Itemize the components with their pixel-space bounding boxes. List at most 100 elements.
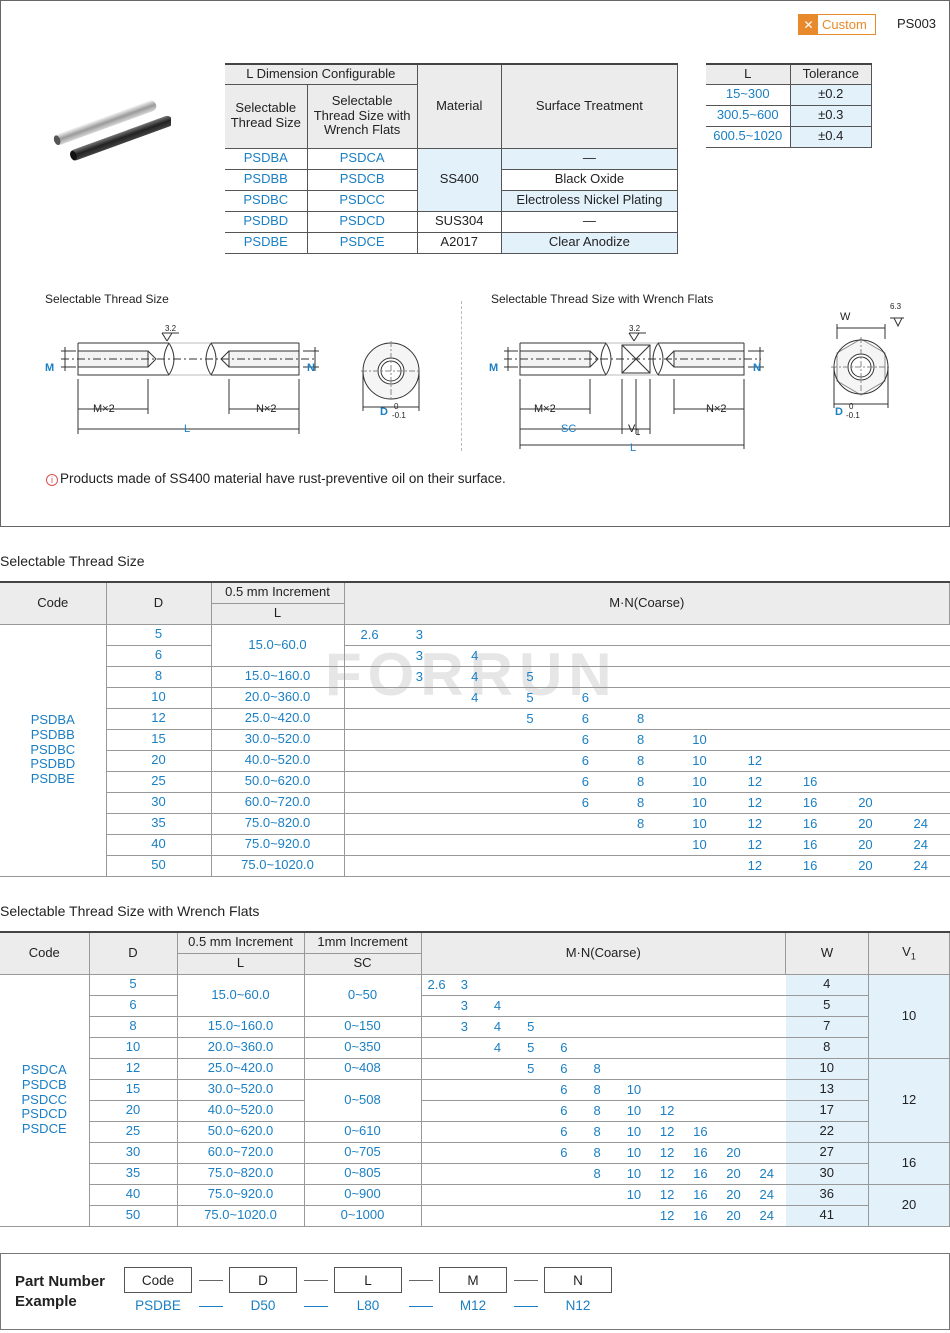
- mn-value: 12: [747, 794, 763, 810]
- mn-value: 20: [726, 1165, 741, 1181]
- code-value[interactable]: PSDBA: [30, 711, 75, 727]
- d-cell: 40: [89, 1184, 178, 1206]
- mn-value: 12: [659, 1165, 675, 1181]
- mn-value: 8: [593, 1060, 601, 1076]
- mn-value: 5: [526, 710, 534, 726]
- l-cell: 20.0~360.0: [177, 1037, 305, 1059]
- code-cell[interactable]: PSDCE: [307, 232, 418, 254]
- sc-cell: 0~610: [304, 1121, 422, 1143]
- header-l: L: [211, 603, 345, 625]
- code-value[interactable]: PSDBE: [30, 771, 75, 787]
- mn-value: 20: [726, 1186, 741, 1202]
- mn-value: 10: [626, 1186, 642, 1202]
- mn-value: 10: [692, 752, 707, 768]
- l-cell: 15.0~60.0: [177, 974, 305, 1017]
- mn-value: 4: [493, 1039, 502, 1055]
- mn-value: 4: [471, 689, 479, 705]
- dim-sc: SC: [561, 423, 577, 435]
- mn-value: 6: [560, 1123, 568, 1139]
- tol-bot-left: -0.1: [392, 411, 406, 420]
- code-cell[interactable]: PSDBD: [225, 211, 308, 233]
- mn-value: 24: [759, 1186, 774, 1202]
- header-code: Code: [0, 581, 107, 625]
- mn-value: 4: [493, 1018, 502, 1034]
- tol-value: ±0.4: [790, 126, 872, 148]
- code-value[interactable]: PSDBB: [30, 726, 75, 742]
- code-cell[interactable]: PSDBA: [225, 148, 308, 170]
- header-l: L: [706, 63, 791, 85]
- d-cell: 20: [106, 750, 212, 772]
- end-view-right: [831, 317, 904, 408]
- dim-n-right: N: [753, 362, 761, 374]
- dim-d-right: D: [835, 406, 843, 418]
- code-cell[interactable]: PSDBB: [225, 169, 308, 191]
- tol-l: 600.5~1020: [706, 126, 791, 148]
- info-icon: i: [46, 474, 58, 486]
- code-value[interactable]: PSDCC: [21, 1091, 67, 1107]
- mn-value: 24: [759, 1207, 774, 1223]
- v1-cell: 10: [868, 974, 950, 1059]
- tol-bot-right: -0.1: [846, 411, 860, 420]
- pn-dash: [514, 1306, 538, 1307]
- mn-value: 16: [693, 1144, 708, 1160]
- code-cell[interactable]: PSDBC: [225, 190, 308, 212]
- d-cell: 15: [89, 1079, 178, 1101]
- code-value[interactable]: PSDCE: [21, 1121, 67, 1137]
- code-value[interactable]: PSDBC: [30, 741, 76, 757]
- dim-n2-right: N×2: [706, 403, 727, 415]
- l-cell: 15.0~160.0: [177, 1016, 305, 1038]
- mn-value: 20: [726, 1207, 741, 1223]
- mn-value: 8: [593, 1144, 601, 1160]
- header-selectable-wrench: Selectable Thread Size with Wrench Flats: [307, 84, 418, 149]
- mn-value: 10: [692, 773, 707, 789]
- code-value[interactable]: PSDBD: [30, 756, 76, 772]
- code-cell[interactable]: PSDCA: [307, 148, 418, 170]
- mn-value: 6: [581, 710, 589, 726]
- code-cell[interactable]: PSDBE: [225, 232, 308, 254]
- mn-value: 12: [659, 1102, 675, 1118]
- sc-cell: 0~900: [304, 1184, 422, 1206]
- mn-value: 8: [637, 815, 645, 831]
- mn-value: 12: [747, 773, 763, 789]
- l-cell: 60.0~720.0: [177, 1142, 305, 1164]
- w-cell: 22: [785, 1121, 869, 1143]
- l-cell: 15.0~160.0: [211, 666, 345, 688]
- w-cell: 17: [785, 1100, 869, 1122]
- code-cell[interactable]: PSDCC: [307, 190, 418, 212]
- code-cell[interactable]: PSDCB: [307, 169, 418, 191]
- l-cell: 75.0~1020.0: [211, 855, 345, 877]
- tolerance-table: L Tolerance 15~300±0.2 300.5~600±0.3 600…: [706, 63, 872, 148]
- d-cell: 50: [106, 855, 212, 877]
- l-cell: 25.0~420.0: [211, 708, 345, 730]
- mn-value: 6: [581, 689, 589, 705]
- mn-value: 10: [692, 836, 707, 852]
- pn-example-d: D50: [250, 1298, 276, 1313]
- d-cell: 50: [89, 1205, 178, 1227]
- pn-dash: [304, 1280, 328, 1281]
- code-value[interactable]: PSDCA: [21, 1061, 67, 1077]
- mn-value: 5: [527, 1039, 535, 1055]
- code-value[interactable]: PSDCD: [21, 1106, 67, 1122]
- table1-title: Selectable Thread Size: [0, 553, 145, 569]
- code-cell[interactable]: PSDCD: [307, 211, 418, 233]
- mn-value: 4: [471, 647, 479, 663]
- l-cell: 50.0~620.0: [211, 771, 345, 793]
- mn-value: 6: [581, 752, 589, 768]
- mn-value: 16: [802, 815, 818, 831]
- d-cell: 25: [89, 1121, 178, 1143]
- pn-field-m: M: [439, 1267, 507, 1293]
- code-value[interactable]: PSDCB: [21, 1076, 67, 1092]
- roughness-3: 6.3: [890, 302, 902, 311]
- sc-cell: 0~805: [304, 1163, 422, 1185]
- mn-value: 3: [460, 997, 468, 1013]
